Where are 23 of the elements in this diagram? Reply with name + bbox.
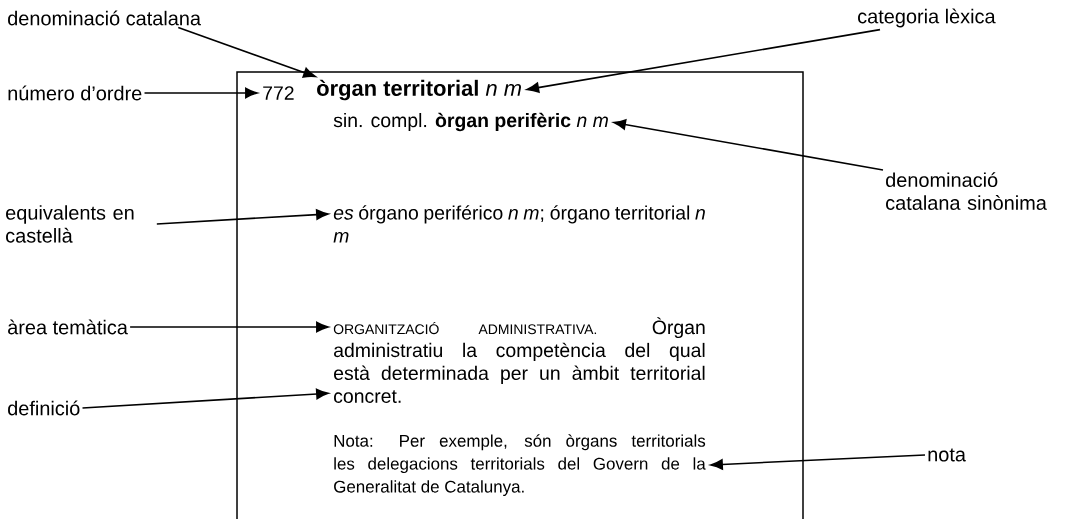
arrow — [143, 87, 258, 99]
arrow — [129, 321, 329, 333]
term-label: definició — [8, 400, 80, 416]
entry-headword: òrgan territorial n m — [317, 79, 521, 101]
arrow — [526, 28, 881, 93]
synonym-line: sin. compl. òrgan perifèric n m — [333, 112, 608, 132]
entry-box — [236, 71, 804, 519]
note-text: Nota: Per exemple, són òrgans territorials les delegacions territorials del Govern de la Generalitat de Catalunya. — [334, 434, 706, 496]
arrow — [81, 388, 329, 409]
arrow — [613, 119, 884, 171]
entry-number: 772 — [263, 86, 294, 100]
term-label: categoria lèxica — [858, 8, 996, 28]
definition-text: ORGANITZACIÓ ADMINISTRATIVA. Òrgan administratiu la competència del qual està determinada per un àmbit territorial concret. — [333, 317, 705, 403]
term-label: número d’ordre — [8, 85, 142, 101]
term-label: denominació catalana sinònima — [886, 172, 1047, 210]
term-label: àrea temàtica — [8, 319, 128, 335]
arrow — [156, 209, 329, 225]
arrow — [177, 26, 316, 78]
arrow — [710, 454, 926, 470]
equivalents-text: es órgano periférico n m; órgano territorial n m — [333, 205, 705, 243]
term-label: equivalents en castellà — [6, 205, 134, 243]
term-label: denominació catalana — [8, 10, 201, 26]
term-label: nota — [928, 448, 966, 462]
